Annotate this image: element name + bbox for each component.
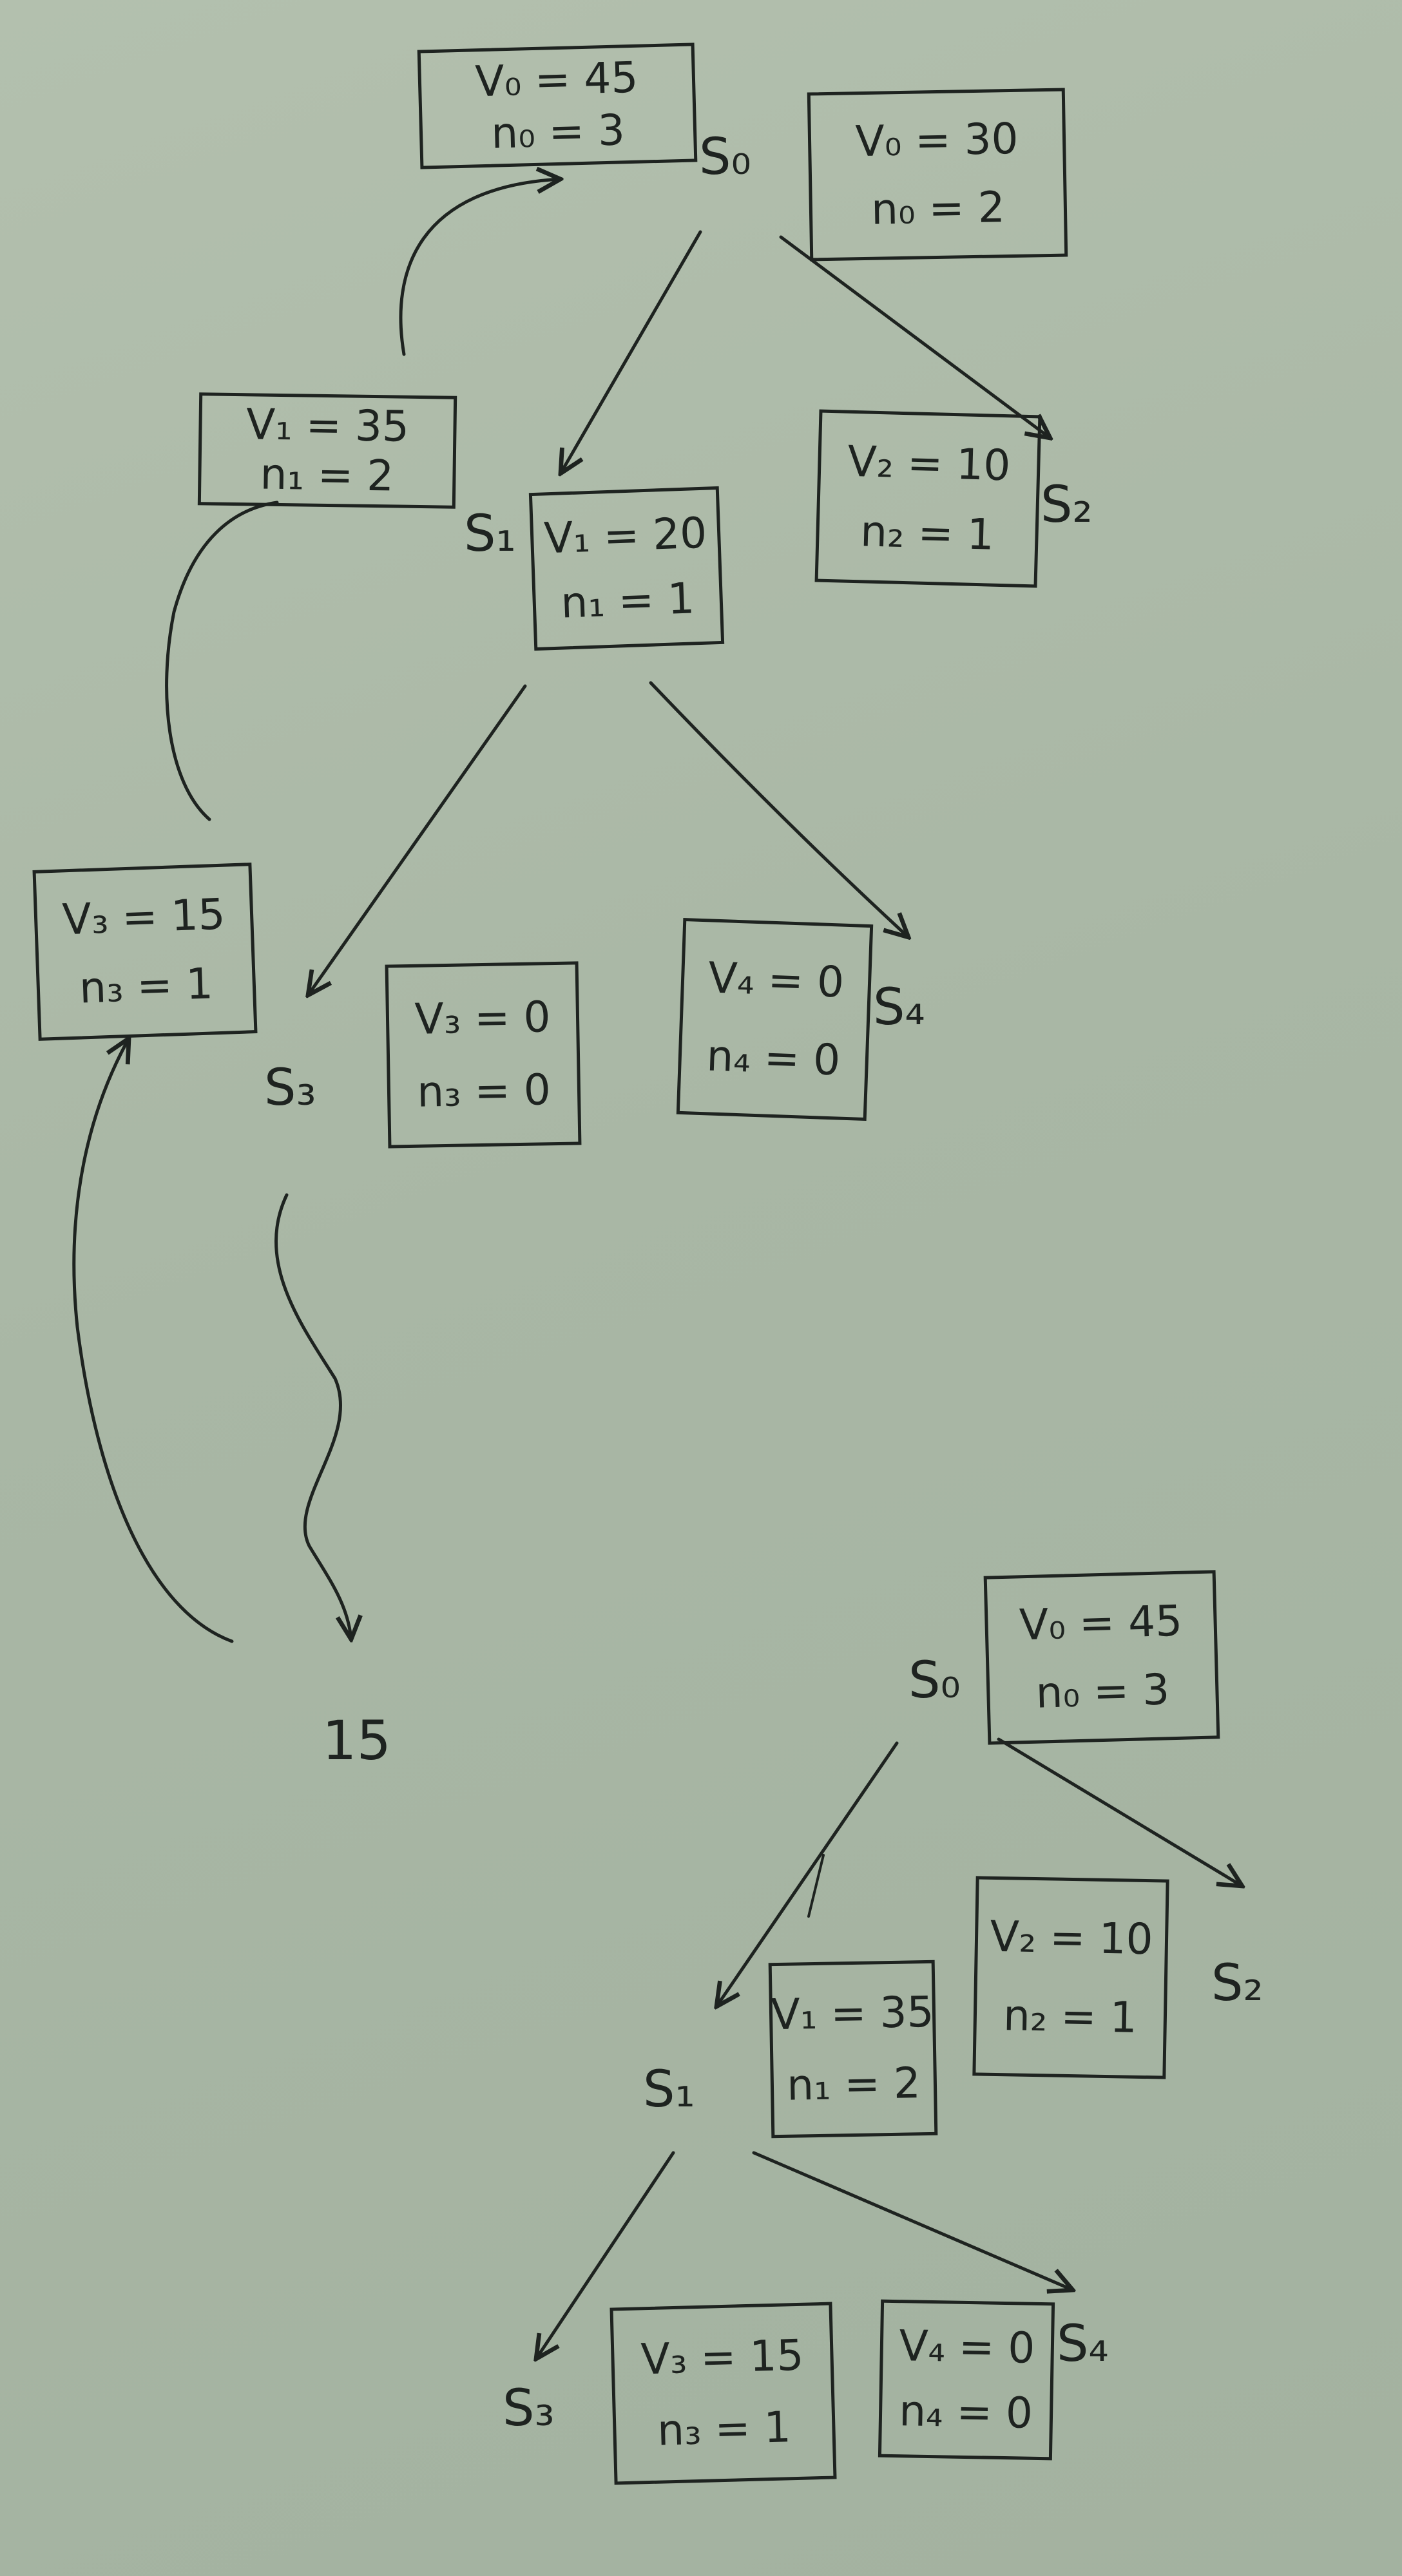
bottom-edge-s1-to-s4 — [752, 2151, 1073, 2290]
v1-value: V₁ = 20 — [543, 508, 708, 564]
label-top-s3: S₃ — [264, 1059, 316, 1117]
box-bottom-s1: V₁ = 35 n₁ = 2 — [768, 1960, 938, 2139]
v2-value: V₂ = 10 — [989, 1911, 1154, 1965]
v1-value: V₁ = 35 — [770, 1987, 935, 2040]
n4-value: n₄ = 0 — [706, 1031, 841, 1085]
v0-value: V₀ = 45 — [1019, 1596, 1183, 1650]
label-top-s0: S₀ — [699, 128, 751, 186]
box-top-s3-current: V₃ = 15 n₃ = 1 — [32, 863, 258, 1041]
label-bottom-s4: S₄ — [1057, 2315, 1109, 2373]
bottom-edge-s0-to-s1 — [716, 1741, 899, 2007]
rollout-result: 15 — [322, 1709, 391, 1772]
box-bottom-s0: V₀ = 45 n₀ = 3 — [983, 1570, 1220, 1745]
box-top-s0-current: V₀ = 45 n₀ = 3 — [417, 43, 698, 169]
n3-value: n₃ = 0 — [416, 1065, 552, 1118]
box-top-s4: V₄ = 0 n₄ = 0 — [676, 917, 874, 1121]
box-top-s0-previous: V₀ = 30 n₀ = 2 — [807, 88, 1068, 262]
n0-value: n₀ = 3 — [1035, 1665, 1171, 1718]
n2-value: n₂ = 1 — [1003, 1990, 1138, 2043]
label-bottom-s1: S₁ — [643, 2061, 695, 2119]
label-bottom-s0: S₀ — [908, 1652, 961, 1710]
n4-value: n₄ = 0 — [898, 2385, 1033, 2438]
edge-s0-to-s1 — [561, 230, 702, 473]
bottom-edge-s1-to-s3 — [536, 2151, 675, 2359]
box-top-s3-previous: V₃ = 0 n₃ = 0 — [385, 961, 582, 1149]
v1-value: V₁ = 35 — [245, 399, 410, 452]
label-bottom-s3: S₃ — [503, 2380, 555, 2438]
v4-value: V₄ = 0 — [707, 953, 845, 1008]
n0-value: n₀ = 3 — [490, 104, 626, 158]
label-top-s4: S₄ — [873, 978, 925, 1036]
label-top-s2: S₂ — [1041, 476, 1093, 534]
v0-value: V₀ = 30 — [854, 113, 1019, 167]
bottom-edge-s0-to-s2 — [997, 1737, 1242, 1886]
rollout-path — [274, 1193, 351, 1639]
backup-to-s3 — [72, 1038, 234, 1643]
v2-value: V₂ = 10 — [847, 436, 1012, 491]
v3-value: V₃ = 15 — [61, 889, 226, 945]
label-bottom-s2: S₂ — [1211, 1954, 1263, 2012]
v3-value: V₃ = 0 — [414, 991, 552, 1044]
box-top-s1-current: V₁ = 35 n₁ = 2 — [197, 392, 457, 509]
box-bottom-s2: V₂ = 10 n₂ = 1 — [972, 1876, 1169, 2079]
edge-s1-to-s3 — [308, 684, 527, 995]
v3-value: V₃ = 15 — [640, 2331, 805, 2385]
bottom-edge-s0-to-s1-stroke — [807, 1854, 825, 1918]
backup-to-s1 — [165, 501, 279, 821]
box-top-s2: V₂ = 10 n₂ = 1 — [814, 409, 1042, 588]
box-top-s1-previous: V₁ = 20 n₁ = 1 — [528, 486, 725, 651]
n0-value: n₀ = 2 — [870, 182, 1006, 234]
edge-s0-to-s2 — [779, 235, 1050, 438]
n1-value: n₁ = 2 — [260, 449, 394, 501]
n3-value: n₃ = 1 — [657, 2401, 792, 2456]
n1-value: n₁ = 1 — [560, 573, 696, 628]
v0-value: V₀ = 45 — [474, 53, 639, 107]
label-top-s1: S₁ — [464, 505, 516, 563]
n2-value: n₂ = 1 — [859, 506, 995, 560]
n3-value: n₃ = 1 — [78, 959, 214, 1013]
box-bottom-s4: V₄ = 0 n₄ = 0 — [878, 2299, 1055, 2461]
backup-to-s0 — [399, 179, 561, 356]
n1-value: n₁ = 2 — [786, 2057, 921, 2110]
box-bottom-s3: V₃ = 15 n₃ = 1 — [610, 2302, 837, 2485]
v4-value: V₄ = 0 — [898, 2321, 1035, 2374]
edge-s1-to-s4 — [649, 681, 908, 937]
